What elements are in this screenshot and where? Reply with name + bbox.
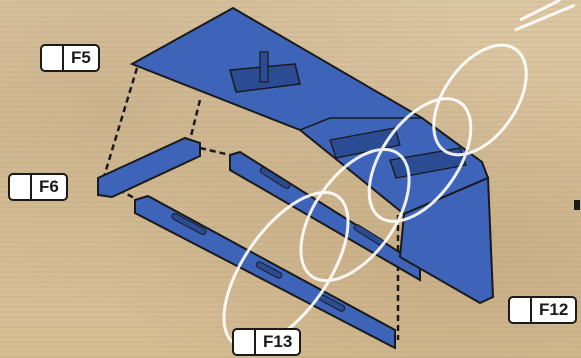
part-code: F12 — [532, 298, 575, 322]
part-label-f5: F5 — [40, 44, 100, 72]
guide-line-mid — [200, 148, 230, 155]
label-chip — [42, 46, 64, 70]
part-code: F6 — [32, 175, 66, 199]
label-chip — [510, 298, 532, 322]
label-chip — [234, 330, 256, 354]
part-code: F13 — [256, 330, 299, 354]
bullet-marker — [574, 200, 580, 210]
part-label-f12: F12 — [508, 296, 577, 324]
part-label-f13: F13 — [232, 328, 301, 356]
part-label-f6: F6 — [8, 173, 68, 201]
rail-f13 — [135, 196, 395, 348]
guide-line-top — [190, 100, 200, 140]
part-code: F5 — [64, 46, 98, 70]
label-chip — [10, 175, 32, 199]
panel-f5-rib — [260, 52, 268, 82]
